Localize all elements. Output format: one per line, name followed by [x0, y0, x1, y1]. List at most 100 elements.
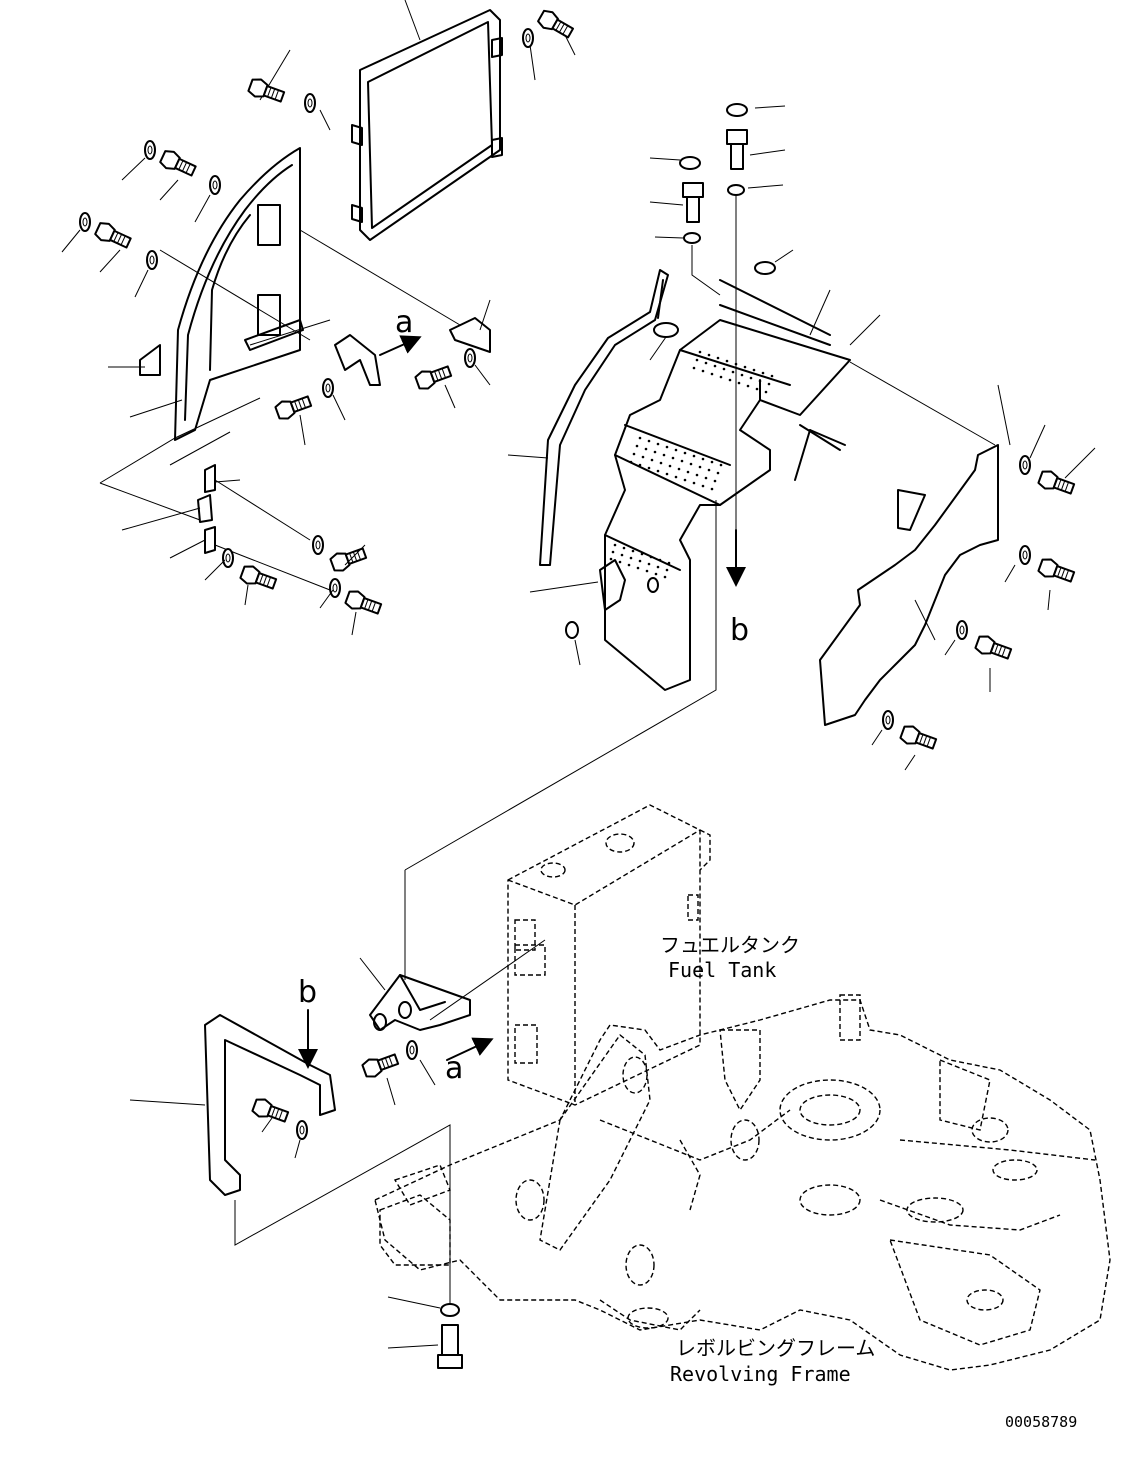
- washer-icon: [209, 175, 221, 195]
- perforation-dot: [731, 370, 735, 374]
- perforation-dot: [638, 559, 642, 563]
- perforation-dot: [656, 565, 660, 569]
- perforation-dot: [725, 359, 729, 363]
- bolt-icon: [246, 75, 287, 107]
- perforation-dot: [636, 566, 640, 570]
- washer-icon: [146, 250, 158, 270]
- perforation-dot: [613, 543, 617, 547]
- perforation-dot: [743, 365, 747, 369]
- perforation-dot: [767, 382, 771, 386]
- perforation-dot: [640, 552, 644, 556]
- perforation-dot: [764, 390, 768, 394]
- washer-icon: [522, 28, 534, 48]
- perforation-dot: [647, 466, 651, 470]
- washer-icon: [222, 548, 234, 568]
- perforation-dot: [671, 456, 675, 460]
- perforation-dot: [716, 356, 720, 360]
- washer-icon: [322, 378, 334, 398]
- perforation-dot: [662, 453, 666, 457]
- perforation-dot: [674, 475, 678, 479]
- perforation-dot: [667, 561, 671, 565]
- washer-icon: [727, 184, 745, 196]
- washer-icon: [406, 1040, 418, 1060]
- perforation-dot: [707, 468, 711, 472]
- perforation-dot: [719, 463, 723, 467]
- perforation-dot: [704, 361, 708, 365]
- perforation-dot: [683, 478, 687, 482]
- perforation-dot: [728, 378, 732, 382]
- perforation-dot: [665, 445, 669, 449]
- latch-parts: [99, 397, 384, 636]
- perforation-dot: [659, 461, 663, 465]
- washer-icon: [296, 1120, 308, 1140]
- bolt-icon: [413, 361, 454, 393]
- perforation-dot: [683, 451, 687, 455]
- washer-icon: [1019, 455, 1031, 475]
- ref-a-bottom-label: a: [445, 1051, 463, 1086]
- perforation-dot: [701, 457, 705, 461]
- perforation-dot: [719, 375, 723, 379]
- washer-icon: [565, 621, 579, 639]
- tank-bracket: a: [359, 870, 546, 1106]
- plug-icon: [754, 261, 776, 275]
- perforation-dot: [686, 470, 690, 474]
- ref-a-top-label: a: [395, 305, 413, 340]
- perforation-dot: [710, 372, 714, 376]
- perforation-dot: [710, 460, 714, 464]
- perforation-dot: [752, 368, 756, 372]
- bolt-icon: [328, 543, 369, 575]
- step-assembly: [599, 279, 851, 691]
- perforation-dot: [647, 439, 651, 443]
- fuel-tank-label-jp: フュエルタンク: [660, 933, 800, 957]
- perforation-dot: [692, 366, 696, 370]
- perforation-dot: [656, 442, 660, 446]
- washer-icon: [79, 212, 91, 232]
- perforation-dot: [656, 469, 660, 473]
- perforation-dot: [653, 450, 657, 454]
- perforation-dot: [704, 476, 708, 480]
- perforation-pattern: [609, 350, 774, 579]
- washer-icon: [882, 710, 894, 730]
- perforation-dot: [632, 452, 636, 456]
- fuel-tank: [507, 804, 711, 1106]
- ref-b-bottom-label: b: [298, 975, 317, 1010]
- perforation-dot: [638, 463, 642, 467]
- perforation-dot: [740, 373, 744, 377]
- perforation-dot: [618, 560, 622, 564]
- perforation-dot: [641, 455, 645, 459]
- bolt-icon: [157, 147, 199, 181]
- perforation-dot: [698, 350, 702, 354]
- revolving-frame-label: レボルビングフレーム Revolving Frame: [670, 1336, 875, 1386]
- bolt-icon: [535, 7, 577, 42]
- perforation-dot: [635, 444, 639, 448]
- bolts-top-left: [79, 7, 577, 446]
- step-hardware: b: [404, 103, 996, 871]
- bolt-icon: [250, 1095, 291, 1127]
- plug-icon: [679, 156, 701, 170]
- revolving-frame: [374, 994, 1111, 1371]
- washer-icon: [144, 140, 156, 160]
- perforation-dot: [629, 556, 633, 560]
- perforation-dot: [713, 479, 717, 483]
- handrail: [507, 269, 669, 566]
- perforation-dot: [707, 353, 711, 357]
- washer-icon: [683, 232, 701, 244]
- perforation-dot: [620, 553, 624, 557]
- plug-icon: [726, 103, 748, 117]
- perforation-dot: [663, 575, 667, 579]
- perforation-dot: [650, 458, 654, 462]
- perforation-dot: [701, 484, 705, 488]
- bolt-icon: [238, 562, 279, 594]
- perforation-dot: [629, 460, 633, 464]
- perforation-dot: [770, 374, 774, 378]
- perforation-dot: [644, 447, 648, 451]
- revolving-frame-label-en: Revolving Frame: [670, 1362, 851, 1386]
- washer-icon: [312, 535, 324, 555]
- perforation-dot: [695, 473, 699, 477]
- cover-plate-top: [351, 0, 503, 241]
- plug-icon: [653, 322, 679, 338]
- perforation-dot: [746, 384, 750, 388]
- perforation-dot: [609, 557, 613, 561]
- perforation-dot: [674, 448, 678, 452]
